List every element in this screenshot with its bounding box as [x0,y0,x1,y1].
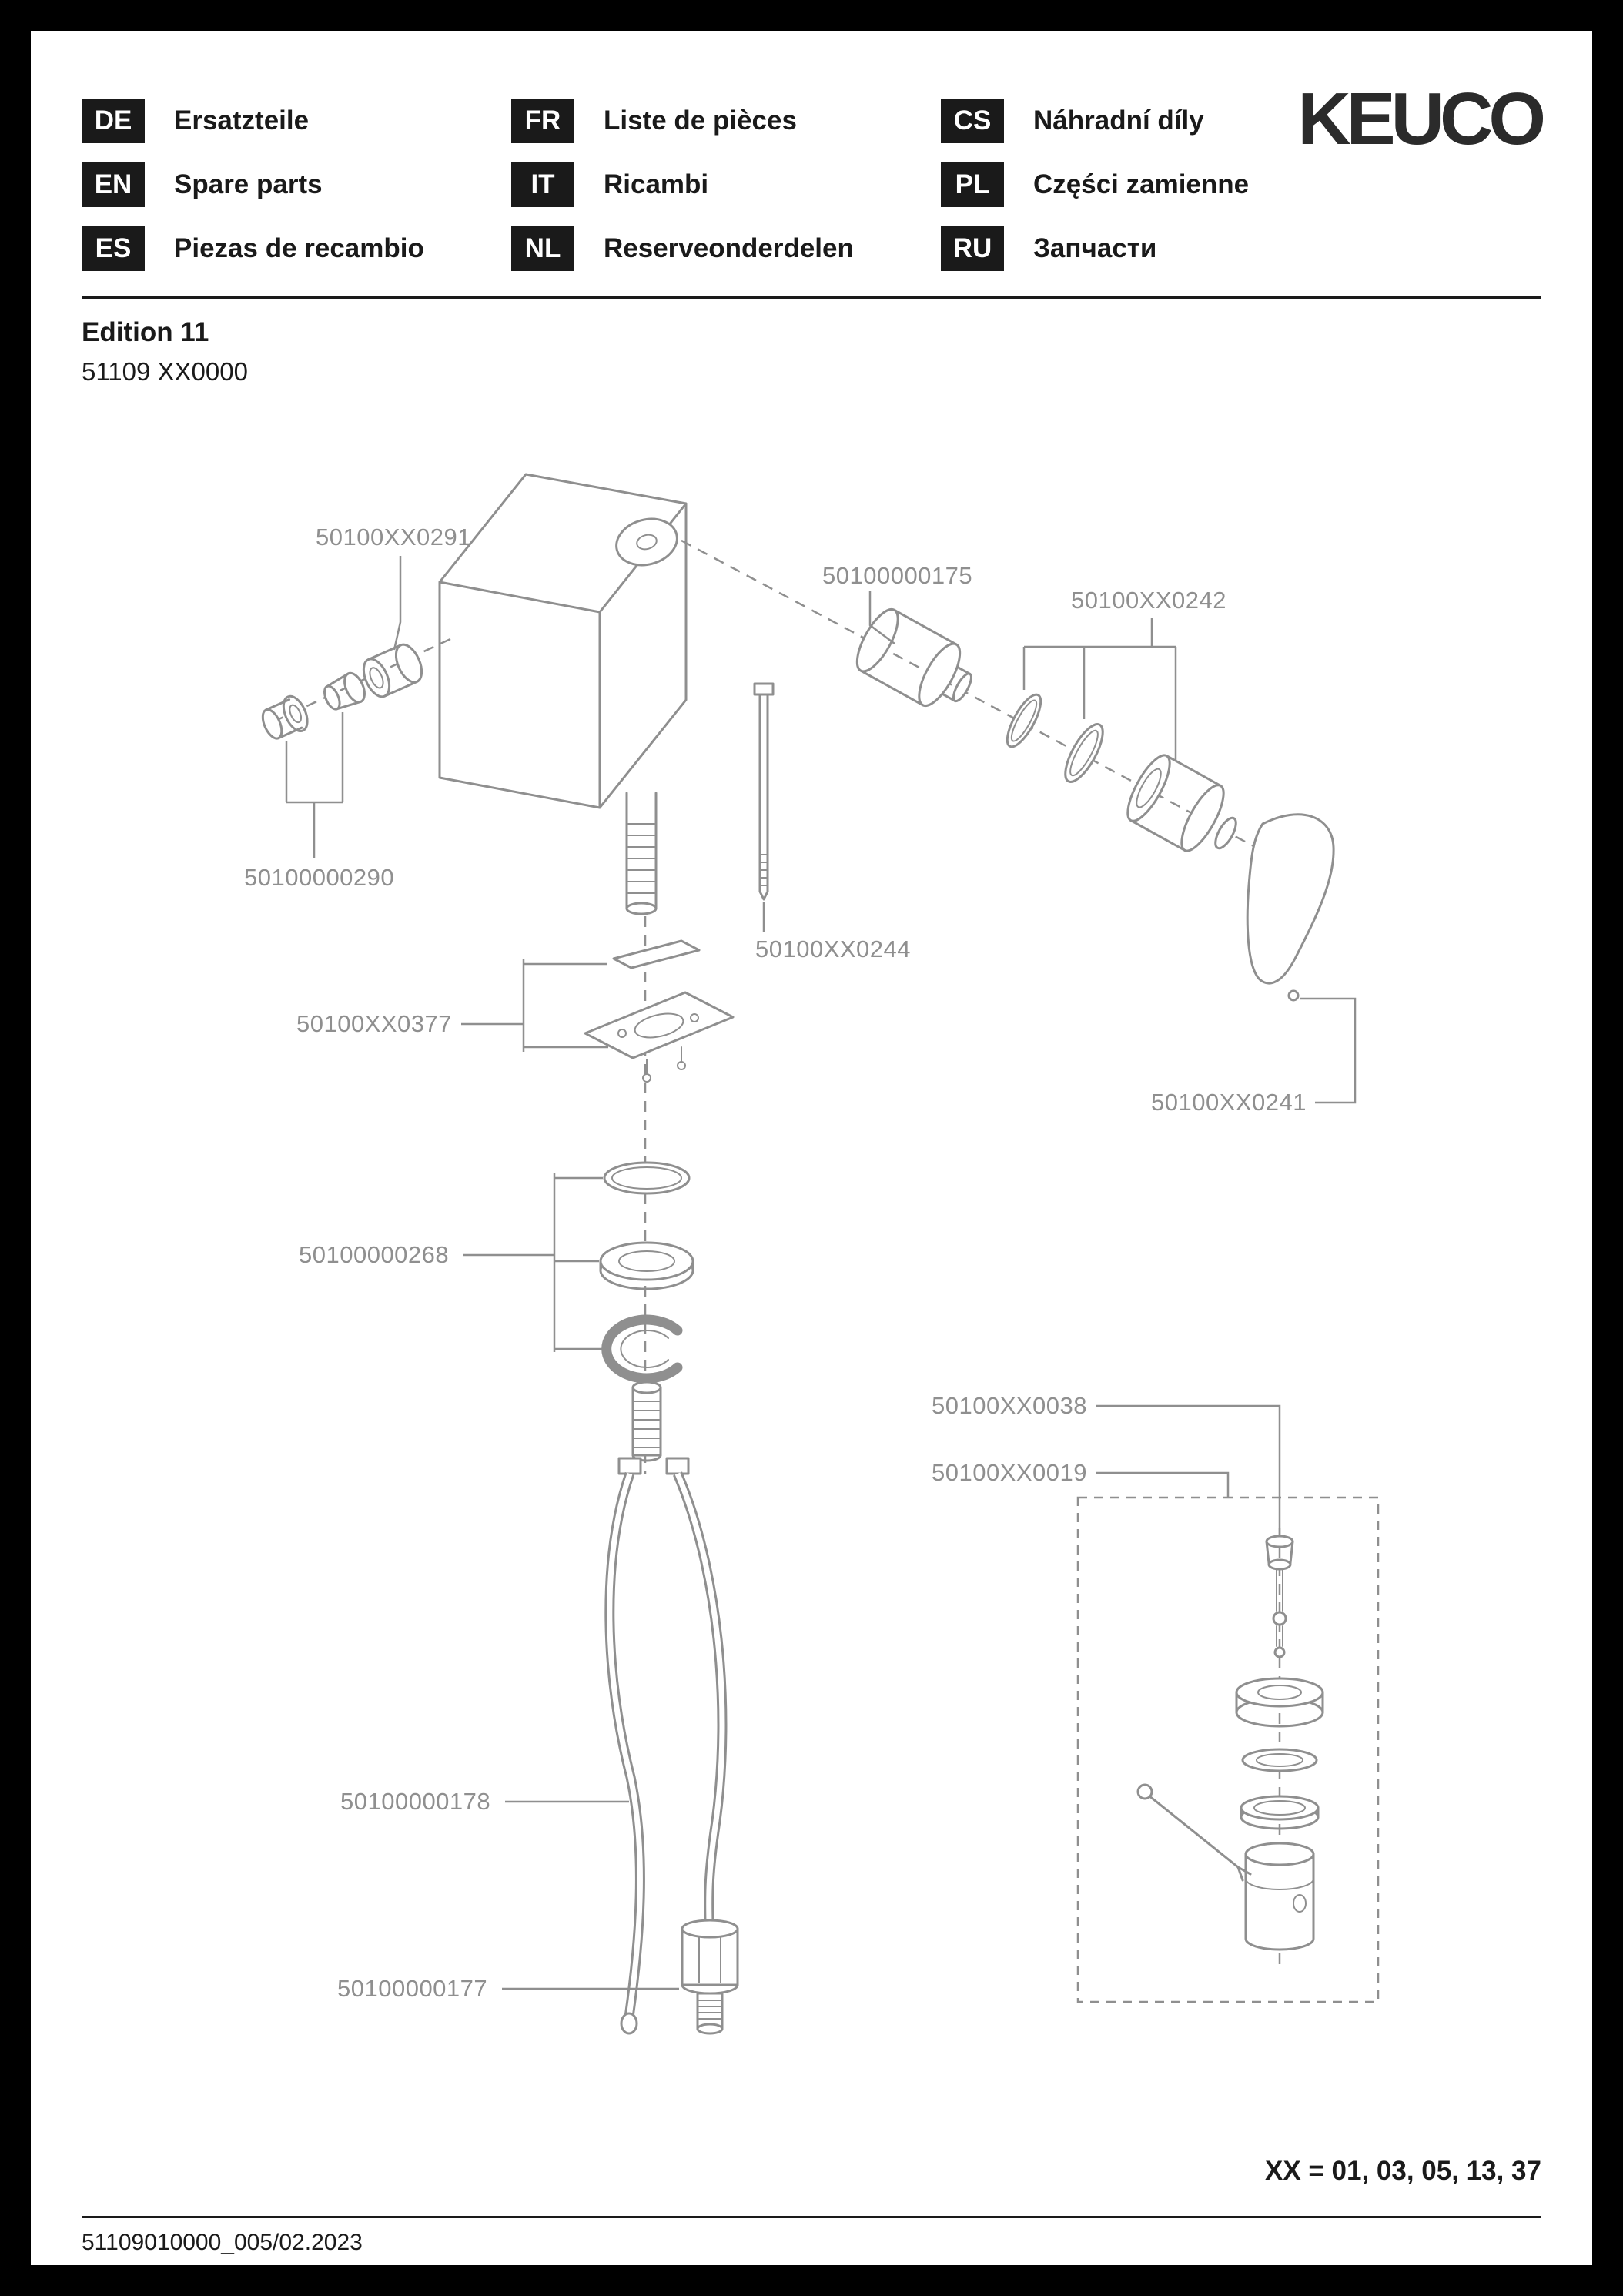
faucet-body [438,473,688,915]
document-number: 51109010000_005/02.2023 [82,2230,363,2255]
language-column-3: CS Náhradní díly PL Części zamienne RU З… [941,99,1249,290]
leader-50100XX0291 [393,556,402,651]
seal-ring [603,1161,691,1195]
language-column-2: FR Liste de pièces IT Ricambi NL Reserve… [511,99,854,290]
part-label-50100XX0242: 50100XX0242 [1071,587,1227,614]
part-label-50100XX0019: 50100XX0019 [932,1459,1088,1486]
leader-50100000268 [463,1173,604,1352]
language-row-de: DE Ersatzteile [82,99,424,143]
aerator-valve [323,671,366,711]
lang-label-cs: Náhradní díly [1033,105,1204,136]
language-row-it: IT Ricambi [511,162,854,207]
lang-badge-fr: FR [511,99,574,143]
supply-hoses [604,1457,739,2035]
document-page: DE Ersatzteile EN Spare parts ES Piezas … [31,31,1592,2265]
lang-label-de: Ersatzteile [174,105,310,136]
hose-end-fitting [620,2012,638,2035]
leader-50100XX0242 [1022,618,1177,760]
leader-50100XX0019 [1096,1471,1230,1498]
leader-50100XX0038 [1096,1404,1281,1535]
footer-divider [82,2216,1541,2218]
lang-label-es: Piezas de recambio [174,233,424,263]
part-label-50100XX0241: 50100XX0241 [1151,1089,1307,1116]
part-label-50100XX0291: 50100XX0291 [316,524,472,551]
cartridge [855,607,972,708]
lang-badge-en: EN [82,162,145,207]
header-divider [82,296,1541,299]
keuco-logo: KEUCO [1297,78,1546,160]
drain-gasket-lower [1240,1795,1320,1830]
part-label-50100000175: 50100000175 [822,562,973,589]
drain-gasket-upper [1241,1748,1318,1772]
lang-label-en: Spare parts [174,169,323,199]
drain-lever-rod [1136,1783,1252,1882]
part-label-50100000290: 50100000290 [244,864,395,891]
leader-lines [285,556,1357,1990]
lang-badge-ru: RU [941,226,1004,271]
lever-set-screw [1287,989,1300,1002]
leader-50100XX0241 [1300,997,1357,1104]
lang-badge-cs: CS [941,99,1004,143]
model-number: 51109 XX0000 [82,357,248,386]
part-label-50100000268: 50100000268 [299,1241,450,1268]
lang-badge-es: ES [82,226,145,271]
lang-label-it: Ricambi [604,169,709,199]
optional-parts-box [1076,1496,1380,2003]
threaded-rod [631,1381,662,1462]
language-row-es: ES Piezas de recambio [82,226,424,271]
part-label-50100XX0038: 50100XX0038 [932,1392,1088,1419]
edition-title: Edition 11 [82,317,209,347]
cartridge-sleeve [1126,754,1225,852]
base-plate-gasket [612,939,701,969]
lang-label-nl: Reserveonderdelen [604,233,854,263]
drain-body [1244,1842,1315,1951]
part-label-50100XX0244: 50100XX0244 [755,935,912,962]
variant-note: XX = 01, 03, 05, 13, 37 [1264,2156,1541,2186]
aerator-insert [362,643,423,698]
fixing-pin [753,682,775,901]
base-plate [584,991,735,1083]
lang-badge-de: DE [82,99,145,143]
lang-label-fr: Liste de pièces [604,105,797,136]
language-row-nl: NL Reserveonderdelen [511,226,854,271]
part-label-50100000178: 50100000178 [340,1788,491,1815]
lang-badge-pl: PL [941,162,1004,207]
o-ring-large [1064,723,1104,783]
lever-handle [1214,813,1335,1002]
language-row-cs: CS Náhradní díly [941,99,1249,143]
leader-50100000290 [285,712,344,858]
part-label-50100000177: 50100000177 [337,1975,488,2002]
aerator-housing [261,694,309,740]
language-row-ru: RU Запчасти [941,226,1249,271]
leader-50100000175 [868,591,895,644]
assembly-axes [265,539,1302,1474]
lang-badge-nl: NL [511,226,574,271]
washer [599,1241,694,1290]
hose-connection-nut [681,1919,739,2035]
lang-label-ru: Запчасти [1033,233,1157,263]
leader-50100XX0377 [461,959,608,1052]
drain-flange [1235,1677,1324,1728]
horseshoe-clip [601,1314,683,1384]
language-row-en: EN Spare parts [82,162,424,207]
language-row-fr: FR Liste de pièces [511,99,854,143]
language-column-1: DE Ersatzteile EN Spare parts ES Piezas … [82,99,424,290]
pop-up-rod [1265,1535,1294,1658]
language-row-pl: PL Części zamienne [941,162,1249,207]
lang-badge-it: IT [511,162,574,207]
o-ring-small [1006,693,1042,748]
part-label-50100XX0377: 50100XX0377 [296,1010,453,1037]
exploded-parts-diagram [261,473,1380,2035]
lang-label-pl: Części zamienne [1033,169,1250,199]
drain-assembly [1076,1496,1380,2003]
